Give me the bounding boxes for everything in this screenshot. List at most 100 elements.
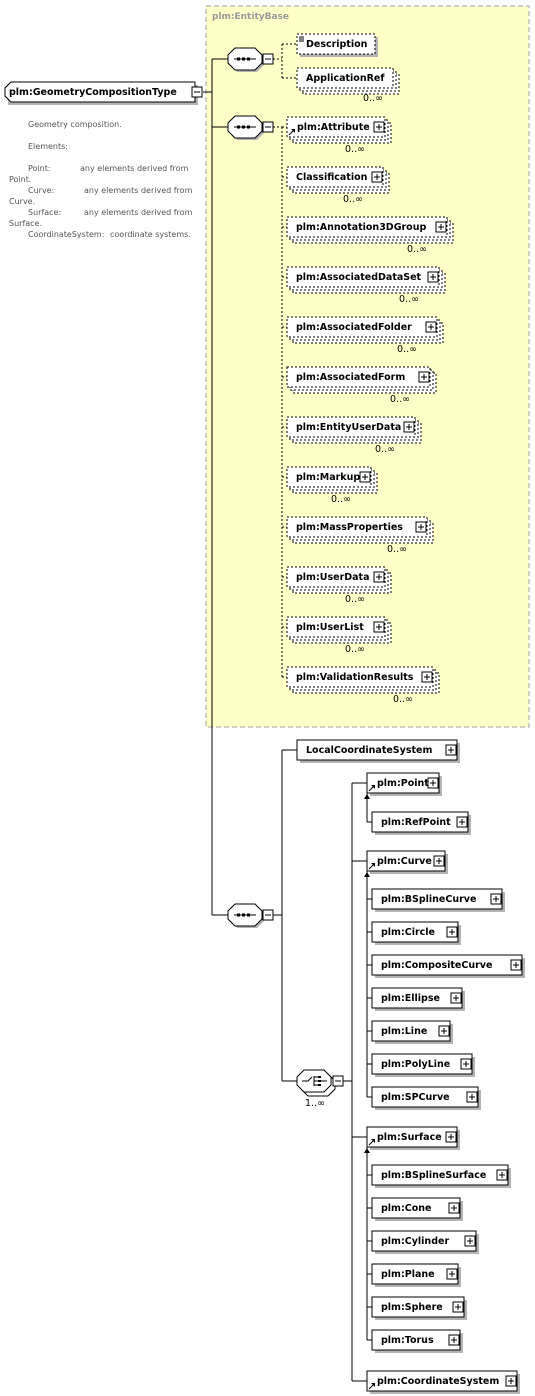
element-box [286,116,386,138]
element-box[interactable]: plm:Markup [287,467,371,487]
element-box[interactable]: plm:Plane [372,1264,458,1284]
cardinality-label: 0..∞ [331,494,351,505]
element-box[interactable]: plm:Attribute [287,117,385,137]
element-box[interactable]: ApplicationRef [297,68,393,88]
node-label: plm:RefPoint [381,816,451,828]
element-box [286,616,386,638]
element-box [371,987,463,1009]
cardinality-label: 0..∞ [345,594,365,605]
element-box [371,921,459,943]
element-box [296,33,376,55]
doc-item-desc: coordinate systems. [110,230,191,239]
element-box[interactable]: plm:PolyLine [372,1054,472,1074]
choice-icon [302,1076,313,1082]
cardinality-label: 0..∞ [343,194,363,205]
root-type-label: plm:GeometryCompositionType [9,86,177,98]
element-box[interactable]: plm:Annotation3DGroup [287,217,447,237]
element-box[interactable]: plm:AssociatedFolder [287,317,437,337]
element-box[interactable]: plm:Torus [372,1330,460,1350]
element-box [286,666,434,688]
element-box [366,1126,458,1148]
reference-arrow-icon [371,785,375,789]
node-label: plm:SPCurve [381,1091,450,1103]
element-box [371,1197,461,1219]
node-label: plm:ValidationResults [296,671,414,683]
node-label: plm:AssociatedForm [296,371,406,383]
element-box[interactable]: Classification [287,167,383,187]
element-box[interactable]: plm:Sphere [372,1297,464,1317]
group-title: plm:EntityBase [212,12,290,22]
doc-item-wrap: Surface. [9,219,43,228]
element-box[interactable]: plm:EntityUserData [287,417,415,437]
element-box[interactable]: LocalCoordinateSystem [297,740,457,760]
element-box[interactable]: plm:SPCurve [372,1087,478,1107]
element-box [371,1296,465,1318]
element-box[interactable]: Description [297,34,375,54]
doc-item-desc: any elements derived from [84,208,193,217]
cardinality-label: 0..∞ [387,544,407,555]
node-label: plm:Plane [381,1268,435,1280]
node-label: LocalCoordinateSystem [306,744,433,756]
node-label: plm:Cone [381,1202,432,1214]
element-box [371,1164,509,1186]
doc-item-desc: any elements derived from [80,164,189,173]
element-box [286,416,416,438]
element-box[interactable]: plm:Circle [372,922,458,942]
element-box[interactable]: plm:UserList [287,617,385,637]
node-label: plm:Surface [377,1131,442,1143]
element-box [286,216,448,238]
element-box[interactable]: plm:Line [372,1021,450,1041]
element-box [296,739,458,761]
element-box[interactable]: plm:AssociatedForm [287,367,430,387]
element-box[interactable]: plm:ValidationResults [287,667,433,687]
cardinality-label: 0..∞ [397,344,417,355]
node-label: plm:Attribute [297,121,370,133]
element-box [286,516,428,538]
element-box[interactable]: plm:RefPoint [372,812,468,832]
cardinality-label: 0..∞ [363,93,383,104]
doc-item-name: Surface: [28,208,62,217]
element-box [286,266,440,288]
node-label: plm:UserList [296,621,364,633]
derivation-arrow-icon [364,794,370,799]
element-box [366,772,440,794]
element-box[interactable]: plm:Ellipse [372,988,462,1008]
node-label: plm:CoordinateSystem [377,1375,500,1387]
doc-item-name: Curve: [28,186,55,195]
element-box[interactable]: plm:Surface [367,1127,457,1147]
element-box[interactable]: plm:Cylinder [372,1231,476,1251]
element-box[interactable]: plm:AssociatedDataSet [287,267,439,287]
element-box [286,566,386,588]
root-type[interactable]: plm:GeometryCompositionType [5,82,195,102]
element-box[interactable]: plm:CoordinateSystem [367,1371,517,1391]
node-label: plm:BSplineSurface [381,1169,487,1181]
element-box[interactable]: plm:BSplineSurface [372,1165,508,1185]
element-box[interactable]: plm:UserData [287,567,385,587]
element-box[interactable]: plm:Curve [367,851,445,871]
element-box [296,67,394,89]
node-label: plm:UserData [296,571,370,583]
element-box[interactable]: plm:BSplineCurve [372,889,502,909]
cardinality-label: 0..∞ [390,394,410,405]
element-box [371,1263,459,1285]
doc-item-name: Point: [28,164,51,173]
node-label: plm:AssociatedDataSet [296,271,422,283]
element-box[interactable]: plm:MassProperties [287,517,427,537]
node-label: plm:Ellipse [381,992,440,1004]
cardinality-label: 1..∞ [305,1098,325,1109]
reference-arrow-icon [371,1383,375,1387]
derivation-arrow-icon [364,872,370,877]
node-label: plm:Markup [296,471,361,483]
node-label: plm:AssociatedFolder [296,321,412,333]
element-box [286,366,431,388]
node-label: plm:BSplineCurve [381,893,477,905]
element-box[interactable]: plm:Cone [372,1198,460,1218]
element-box[interactable]: plm:CompositeCurve [372,955,522,975]
element-box [286,166,384,188]
reference-arrow-icon [371,863,375,867]
cardinality-label: 0..∞ [375,444,395,455]
doc-item-wrap: Curve. [9,197,36,206]
element-box[interactable]: plm:Point [367,773,439,793]
cardinality-label: 0..∞ [345,644,365,655]
node-label: plm:Curve [377,855,432,867]
